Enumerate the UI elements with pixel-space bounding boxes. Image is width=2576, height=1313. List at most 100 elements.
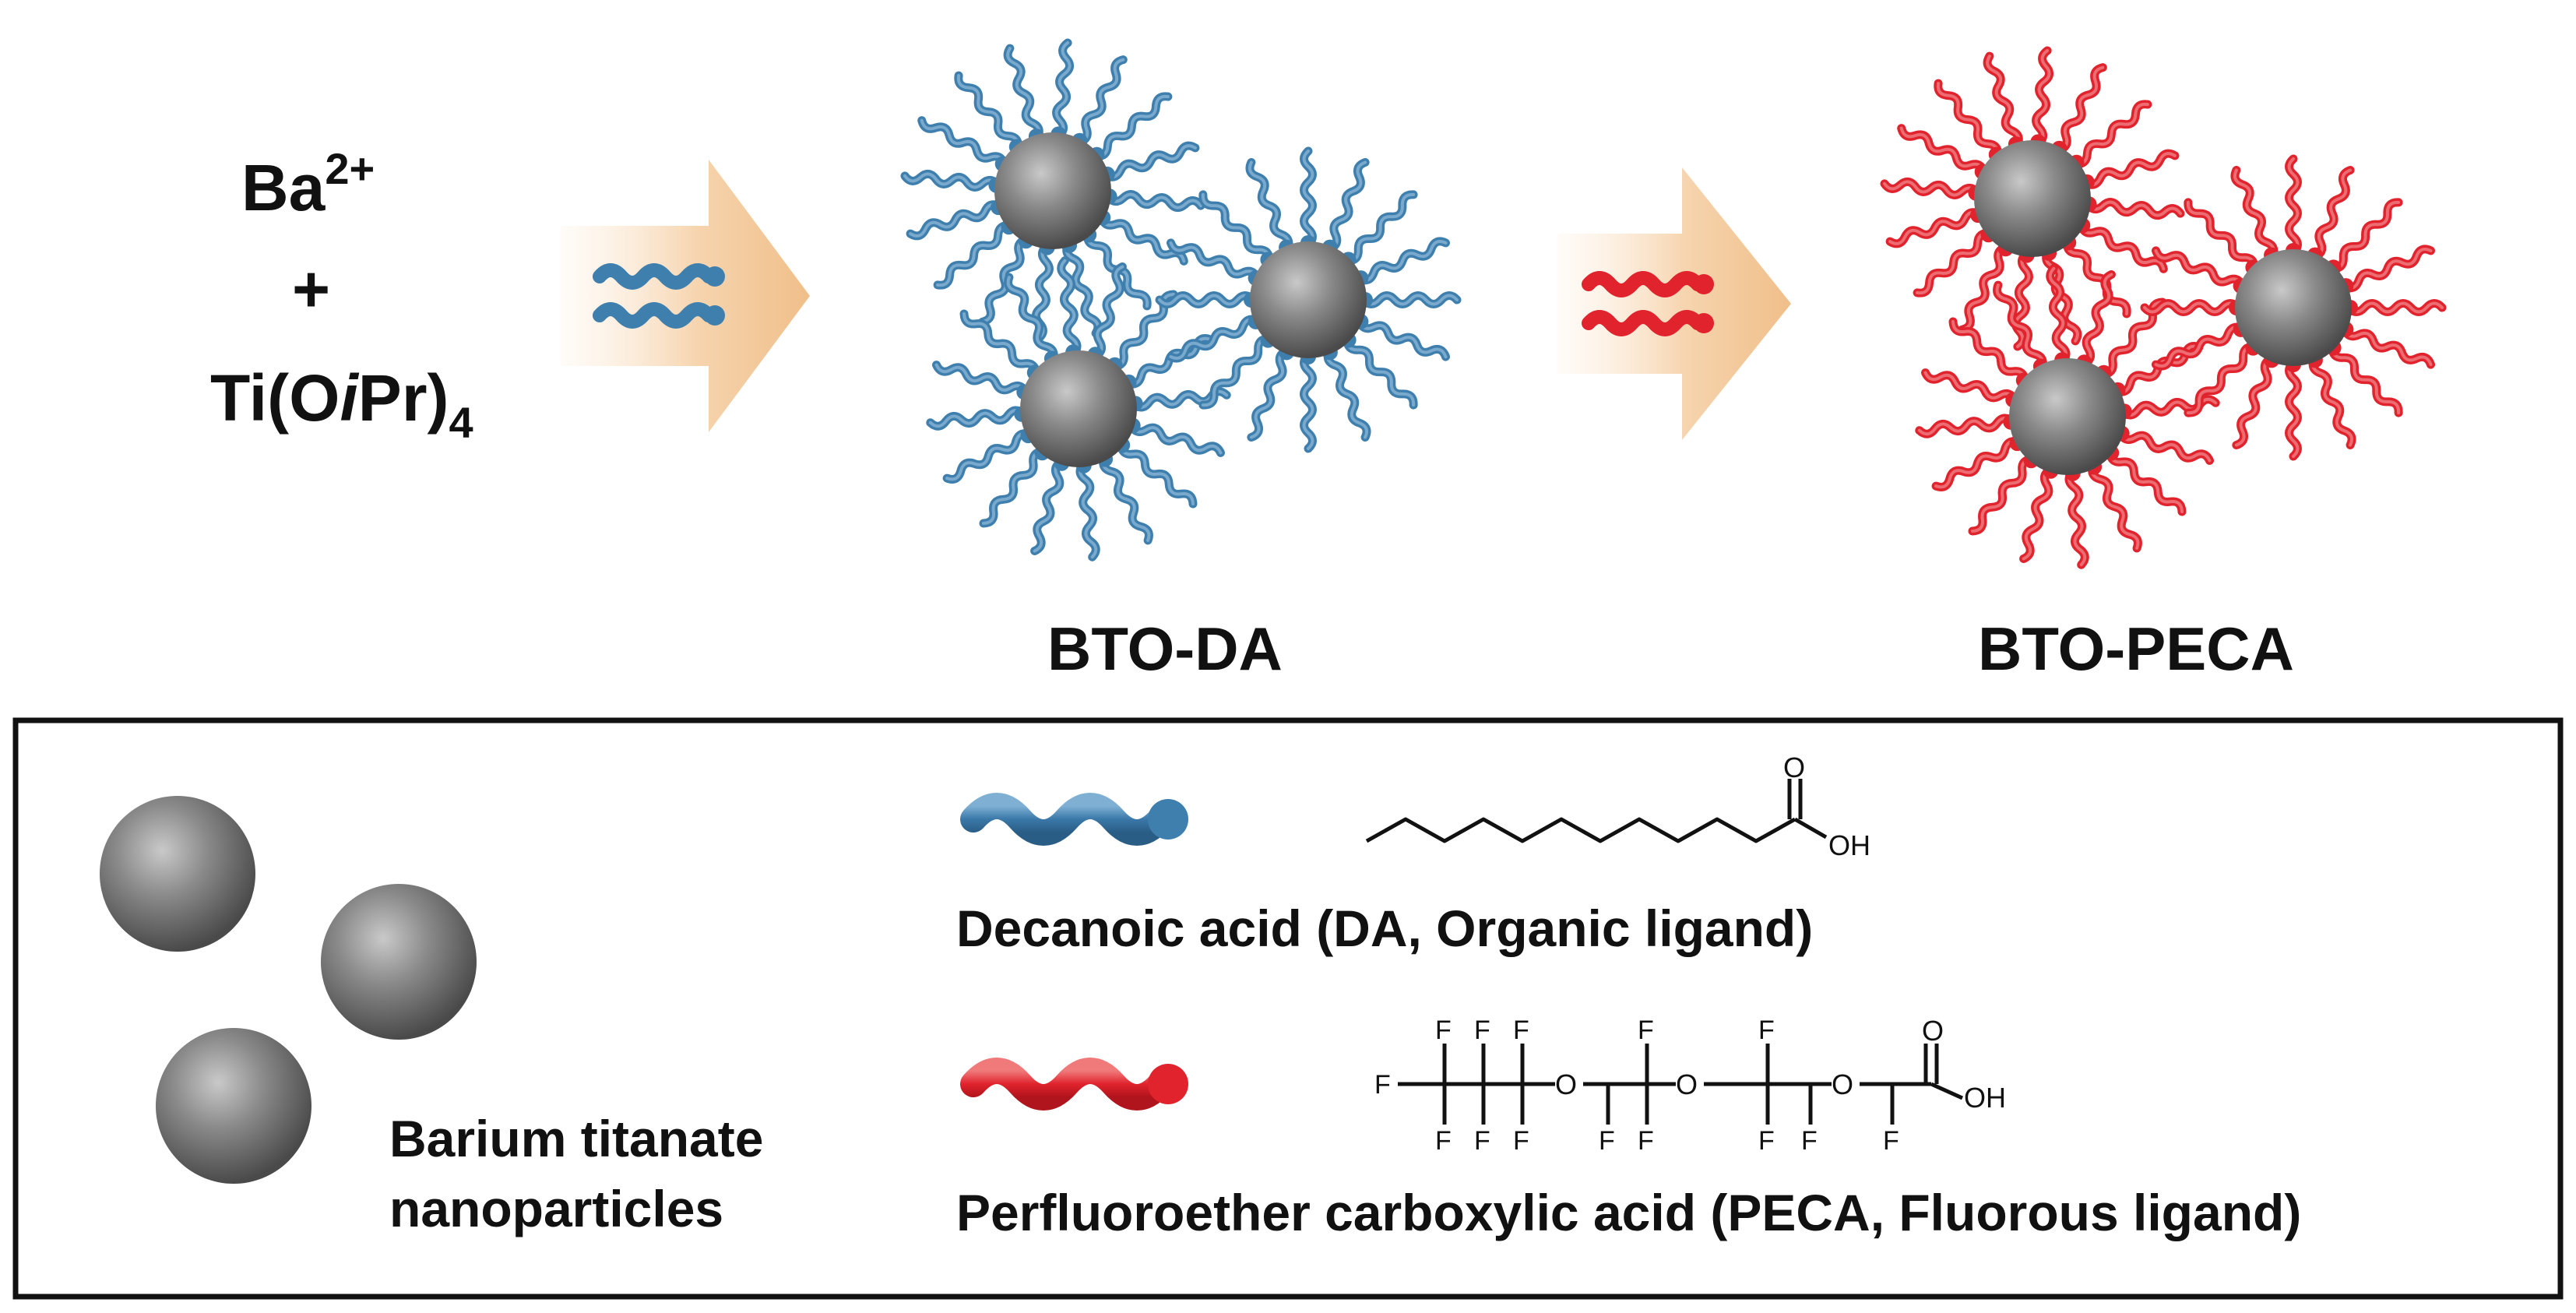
ligand-highlight (1065, 242, 1100, 335)
arrow-da-reaction (561, 160, 810, 432)
ligand-highlight (1100, 215, 1186, 263)
ligand-highlight (2331, 345, 2401, 415)
svg-text:F: F (1801, 1126, 1818, 1156)
ligand-highlight (1059, 259, 1079, 356)
ligand-highlight (2065, 240, 2129, 315)
ligand-highlight (2067, 470, 2087, 567)
arrow-peca-reaction (1557, 167, 1791, 440)
ligand-highlight (1169, 241, 1259, 280)
ligand-highlight (1006, 47, 1041, 139)
ligand-highlight (2143, 301, 2240, 314)
ligand-highlight (1995, 283, 2045, 370)
ligand-highlight (2331, 200, 2401, 270)
svg-text:F: F (1374, 1070, 1391, 1100)
ligand-highlight (1917, 417, 2015, 436)
ligand-highlight (2074, 102, 2149, 166)
ligand-highlight (2313, 168, 2353, 259)
nanoparticle-label-line2: nanoparticles (389, 1180, 723, 1237)
ligand-highlight (1899, 126, 1986, 174)
ligand-highlight (2108, 450, 2184, 513)
ligand-highlight (1960, 245, 2008, 332)
svg-text:F: F (1513, 1126, 1529, 1156)
ligand-highlight (920, 118, 1006, 167)
da-ligand-icon (593, 263, 725, 329)
svg-text:F: F (1435, 1126, 1452, 1156)
svg-text:F: F (1883, 1126, 1899, 1156)
legend-peca-ligand (960, 1058, 1188, 1111)
svg-text:F: F (1758, 1126, 1775, 1156)
nanoparticle-core (2235, 249, 2352, 366)
ligand-highlight (1201, 192, 1271, 262)
peca-atom-labels: O O O O OH F F F F F F F F F F F F F F (1374, 1015, 2006, 1156)
ligand-highlight (928, 409, 1026, 428)
ligand-highlight (1923, 371, 2017, 402)
svg-text:F: F (1599, 1126, 1615, 1156)
ligand-highlight (2014, 252, 2031, 348)
svg-text:F: F (1758, 1016, 1775, 1045)
ligand-highlight (2347, 301, 2444, 314)
nanoparticle-label-line1: Barium titanate (389, 1110, 763, 1167)
legend-da-ligand (960, 793, 1188, 846)
ligand-highlight (1936, 82, 2000, 157)
peca-structure (1398, 1044, 1964, 1125)
ligand-highlight (2022, 467, 2053, 561)
ligand-highlight (1346, 192, 1416, 262)
ligand-highlight (1169, 318, 1259, 360)
ligand-highlight (1094, 94, 1170, 158)
svg-text:F: F (1638, 1016, 1654, 1045)
ligand-highlight (1302, 150, 1314, 246)
ligand-highlight (2085, 200, 2182, 217)
svg-text:F: F (1474, 1016, 1490, 1045)
ligand-highlight (1916, 231, 1991, 295)
ligand-highlight (2082, 273, 2113, 366)
ligand-highlight (2233, 168, 2275, 259)
ligand-highlight (1093, 265, 1124, 358)
ligand-highlight (1971, 457, 2034, 533)
ligand-highlight (956, 74, 1020, 150)
svg-text:F: F (1435, 1016, 1452, 1045)
svg-text:F: F (1638, 1126, 1654, 1156)
ligand-highlight (962, 312, 1038, 375)
ligand-highlight (2311, 357, 2353, 447)
ligand-highlight (1248, 160, 1290, 251)
ligand-highlight (936, 224, 1012, 287)
ligand-highlight (2342, 327, 2433, 367)
ligand-highlight (1883, 180, 1980, 197)
ligand-highlight (1934, 439, 2021, 489)
ligand-highlight (1249, 349, 1289, 439)
svg-text:F: F (1474, 1126, 1490, 1156)
ligand-highlight (1302, 354, 1314, 450)
bto-peca-cluster (1880, 46, 2447, 569)
ligand-highlight (2048, 266, 2067, 364)
ligand-highlight (2154, 248, 2244, 288)
nanoparticle-core (1974, 140, 2091, 257)
ligand-highlight (2057, 65, 2105, 152)
bto-da-label: BTO-DA (1047, 614, 1283, 683)
nanoparticle-sphere (321, 884, 477, 1040)
ligand-highlight (2186, 200, 2256, 270)
ligand-highlight (909, 202, 1001, 238)
da-carbonyl-o: O (1783, 752, 1805, 783)
ligand-highlight (2287, 157, 2300, 254)
ligand-highlight (1077, 58, 1125, 144)
ligand-highlight (1101, 456, 1151, 542)
ligand-highlight (1033, 459, 1064, 553)
nanoparticle-core (994, 132, 1111, 249)
nanoparticle-sphere (100, 796, 255, 952)
ligand-highlight (1106, 192, 1202, 209)
ligand-highlight (1328, 160, 1367, 251)
ligand-highlight (1357, 319, 1448, 359)
ligand-highlight (934, 363, 1028, 394)
ligand-highlight (2079, 223, 2166, 271)
ligand-highlight (1119, 442, 1195, 505)
ligand-highlight (2342, 248, 2433, 290)
nanoparticle-core (1020, 350, 1137, 467)
ligand-highlight (1951, 320, 2027, 383)
svg-text:O: O (1832, 1068, 1853, 1100)
da-label: Decanoic acid (DA, Organic ligand) (956, 899, 1813, 957)
peca-ligand-icon (1582, 271, 1714, 336)
ligand-highlight (2034, 49, 2051, 146)
ligand-highlight (982, 449, 1045, 525)
ligand-highlight (1006, 276, 1056, 362)
ligand-highlight (1079, 462, 1098, 559)
